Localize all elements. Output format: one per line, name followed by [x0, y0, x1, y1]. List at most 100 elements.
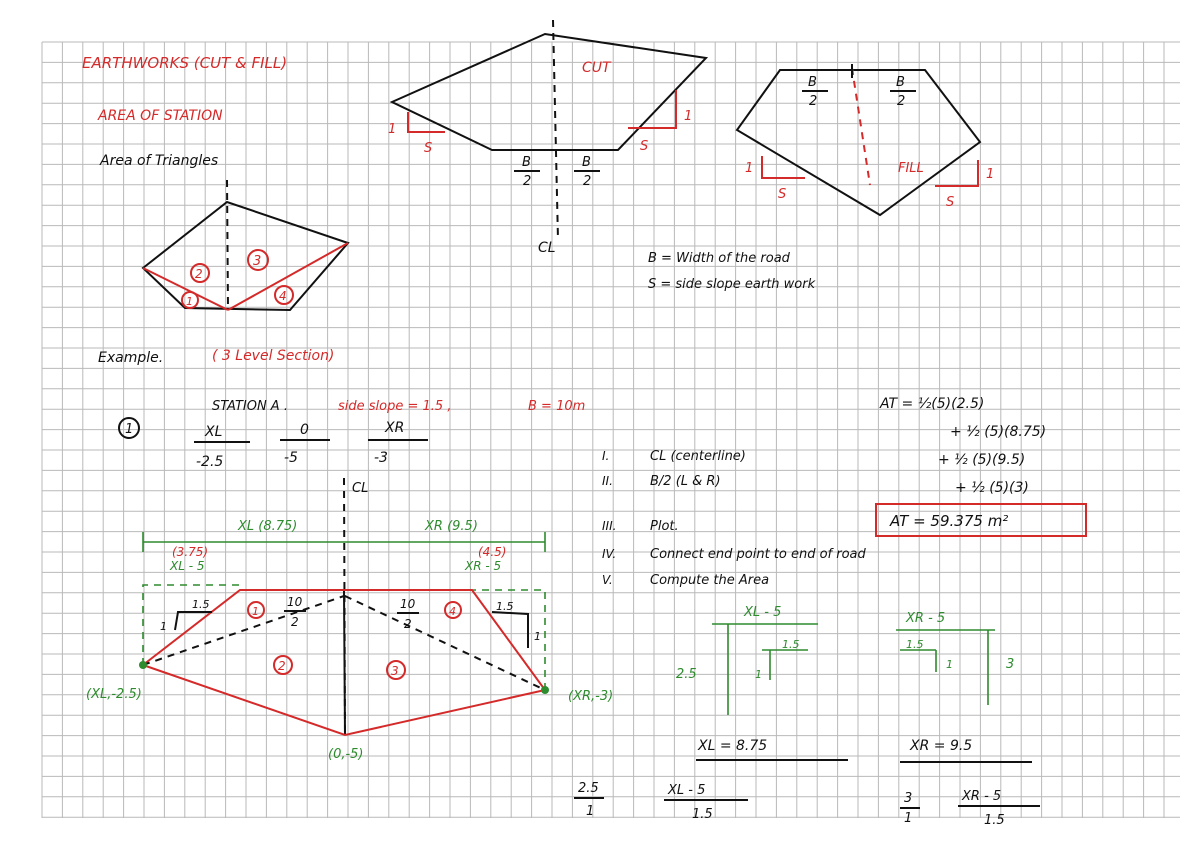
plot-label-circle-2	[273, 655, 293, 675]
right-extension-box	[472, 589, 546, 690]
col-bottom-center: -5	[284, 450, 298, 466]
xl-minus-label: XL - 5	[169, 559, 205, 573]
page-title: EARTHWORKS (CUT & FILL)	[82, 54, 287, 72]
cut-outline	[389, 32, 709, 151]
right-diagonal	[344, 595, 546, 691]
grid	[41, 41, 1180, 818]
col-top-xl: XL	[204, 424, 222, 440]
fill-centerline	[851, 67, 871, 186]
col-bottom-xl: -2.5	[196, 454, 223, 470]
fill-slope-right	[935, 160, 979, 187]
plot-label-4: 4	[449, 605, 456, 618]
cut-slope-right	[628, 90, 677, 129]
area-calculation: AT = ½(5)(2.5) + ½ (5)(8.75) + ½ (5)(9.5…	[875, 396, 1087, 537]
ratio-left-eq-lhs-bottom: 1	[586, 804, 594, 819]
area-line-1: AT = ½(5)(2.5)	[879, 396, 984, 412]
ratio-right-eq-rhs-top: XR - 5	[961, 789, 1001, 804]
xr-minus-label: XR - 5	[464, 559, 501, 573]
cut-slope-right-run: S	[640, 139, 648, 154]
ratio-right: XR - 5 1.5 1 3 XR = 9.5 3 1 XR - 5 1.5	[896, 611, 1040, 828]
plot-label-circle-3	[386, 660, 406, 680]
plot-label-circle-1	[247, 601, 265, 619]
ratio-right-unit: 1	[946, 658, 953, 671]
ratio-right-rise: 3	[1006, 657, 1014, 672]
half-width-right-bottom: 2	[404, 617, 412, 631]
point-left-label: (XL,-2.5)	[86, 687, 142, 702]
item-number: 1	[125, 422, 133, 437]
centerline-solid	[343, 589, 346, 736]
plot-label-circle-4	[444, 601, 462, 619]
ground-outline	[140, 589, 547, 737]
area-of-triangles-heading: Area of Triangles	[99, 153, 218, 169]
point-left-dot	[139, 661, 147, 669]
triangle-label-2: 2	[195, 267, 203, 281]
fill-label: FILL	[898, 161, 924, 176]
triangle-left-diagonal	[142, 267, 229, 311]
ratio-left-slope: 1.5	[782, 638, 800, 651]
ratio-left-eq-rhs-bottom: 1.5	[692, 807, 713, 822]
fill-slope-left	[761, 156, 805, 179]
triangle-outline	[141, 200, 350, 312]
slope-right-run: 1.5	[496, 600, 514, 613]
xr-distance: XR (9.5)	[424, 519, 478, 534]
steps-list: I. CL (centerline) II. B/2 (L & R) III. …	[602, 449, 867, 588]
plot-centerline-label: CL	[352, 481, 368, 496]
cut-section: 1 S 1 S CUT B 2 B 2 CL	[388, 19, 709, 256]
step-5-text: Compute the Area	[650, 573, 769, 588]
fill-half-width-left-top: B	[808, 75, 817, 90]
cut-slope-right-rise: 1	[684, 109, 692, 124]
cut-centerline	[552, 19, 559, 241]
fill-half-width-right-bottom: 2	[897, 94, 905, 109]
step-1-num: I.	[602, 449, 609, 463]
ratio-right-header: XR - 5	[905, 611, 945, 626]
triangle-centerline	[226, 179, 229, 311]
ratio-left-eq-lhs-top: 2.5	[578, 781, 599, 796]
triangle-label-circle-1	[181, 291, 199, 309]
ratio-right-eq-lhs-bottom: 1	[904, 811, 912, 826]
col-bottom-xr: -3	[374, 450, 388, 466]
ratio-right-eq-lhs-top: 3	[904, 791, 912, 806]
legend: B = Width of the road S = side slope ear…	[648, 251, 816, 292]
header: EARTHWORKS (CUT & FILL) AREA OF STATION …	[82, 54, 287, 169]
cut-slope-left-run: S	[424, 141, 432, 156]
cut-slope-left	[407, 112, 445, 133]
fill-slope-left-rise: 1	[745, 161, 753, 176]
left-extension-box	[142, 584, 240, 665]
ratio-left-result: XL = 8.75	[697, 738, 767, 754]
step-5-num: V.	[602, 573, 613, 587]
fill-slope-right-rise: 1	[986, 167, 994, 182]
triangle-label-circle-3	[247, 249, 269, 271]
page-subtitle: AREA OF STATION	[97, 108, 223, 124]
xr-minus-value: (4.5)	[478, 545, 506, 559]
ratio-left-rise: 2.5	[676, 667, 697, 682]
step-1-text: CL (centerline)	[650, 449, 746, 464]
fill-half-width-right-top: B	[896, 75, 905, 90]
section-plot: CL XL (8.75) XR (9.5) (3.75) XL - 5 (4.5…	[86, 477, 613, 762]
point-right-dot	[541, 686, 549, 694]
fill-half-width-left-bottom: 2	[809, 94, 817, 109]
triangle-label-circle-2	[190, 263, 210, 283]
area-result-box	[875, 503, 1087, 537]
left-diagonal	[142, 595, 345, 666]
triangle-diagram: 2 3 1 4	[141, 179, 350, 312]
cut-half-width-right-top: B	[582, 155, 591, 170]
plot-label-2: 2	[278, 659, 286, 673]
fill-section: 1 S 1 S FILL B 2 B 2	[735, 64, 994, 217]
side-slope-label: side slope = 1.5 ,	[338, 399, 451, 414]
half-width-left-top: 10	[287, 595, 303, 609]
xl-minus-value: (3.75)	[172, 545, 208, 559]
area-line-3: + ½ (5)(9.5)	[938, 452, 1025, 468]
cut-half-width-right-bottom: 2	[583, 174, 591, 189]
xl-distance: XL (8.75)	[237, 519, 297, 534]
triangle-label-3: 3	[253, 254, 261, 269]
slope-triangle-left	[174, 611, 212, 631]
triangle-label-circle-4	[274, 285, 294, 305]
fill-outline	[735, 69, 982, 217]
item-number-circle	[118, 417, 140, 439]
cut-half-width-left-top: B	[522, 155, 531, 170]
plot-label-1: 1	[252, 605, 259, 618]
step-3-num: III.	[602, 519, 616, 533]
legend-s-definition: S = side slope earth work	[648, 277, 816, 292]
ratio-left-eq-rhs-top: XL - 5	[667, 783, 705, 798]
